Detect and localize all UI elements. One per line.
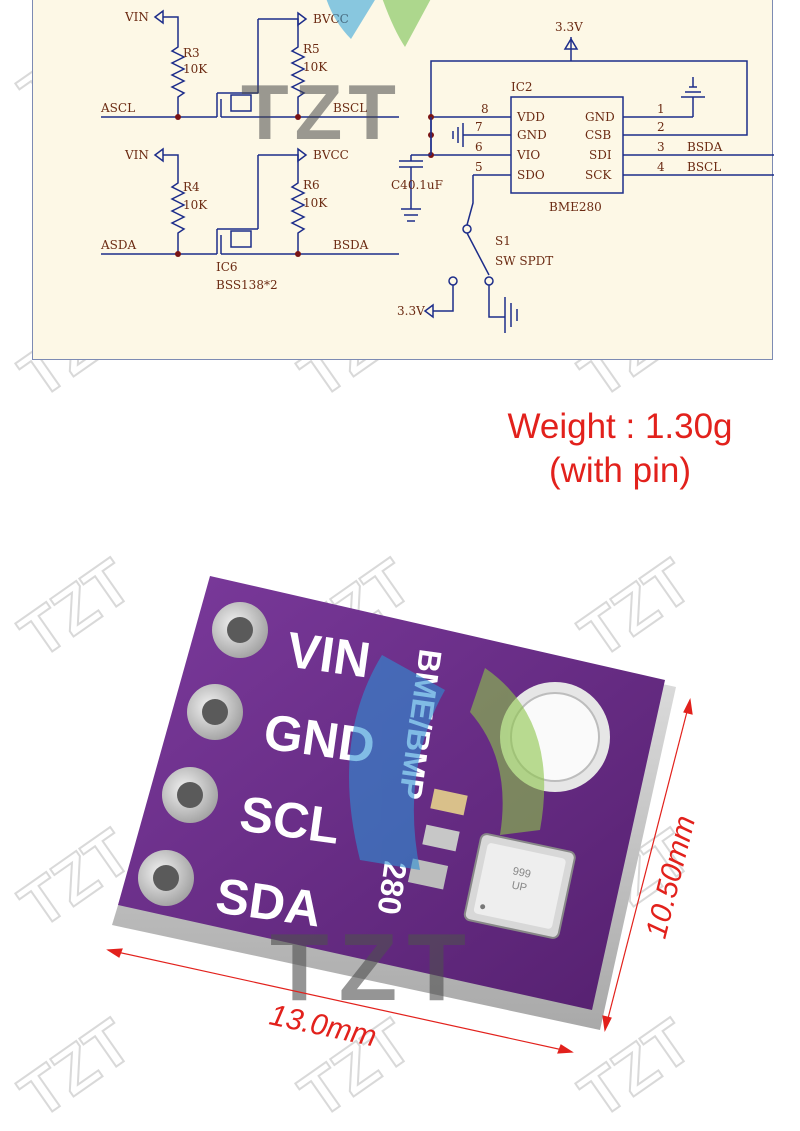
bme280-sensor-chip: 999 UP <box>463 833 576 939</box>
r6-resistor <box>290 175 306 254</box>
ground-symbol-pin1-icon <box>681 77 705 117</box>
brand-logo-schematic: TZT <box>241 0 431 156</box>
board-photo: VIN GND SCL SDA BME/BMP 280 999 UP TZT 1… <box>106 576 702 1054</box>
brand-logo-board: TZT <box>270 655 545 1021</box>
weight-info: Weight : 1.30g (with pin) <box>470 405 770 493</box>
vin-top-arrow-icon <box>153 9 164 25</box>
schematic-panel: VIN R3 10K ASCL BVCC R5 10K <box>32 0 774 360</box>
net-ascl-label: ASCL <box>100 101 135 115</box>
ic2-pin-vdd: VDD <box>516 110 545 124</box>
ic2-pin-sdi: SDI <box>589 148 612 162</box>
silk-model-line2: 280 <box>371 859 414 917</box>
sensor-marking: 999 <box>511 865 531 881</box>
ic2-pin-sdo: SDO <box>517 168 545 182</box>
mosfet-ref: IC6 <box>216 260 238 274</box>
ic2-pin1-num: 1 <box>657 102 665 116</box>
height-dimension-label: 10.50mm <box>640 812 702 941</box>
svg-text:TZT: TZT <box>241 68 402 156</box>
ic2-pin5-num: 5 <box>475 160 483 174</box>
vin-top-label: VIN <box>124 10 149 24</box>
bvcc-top-arrow-icon <box>297 11 308 27</box>
mosfet-part: BSS138*2 <box>216 278 278 292</box>
svg-text:TZT: TZT <box>270 914 476 1021</box>
net-bsda-label: BSDA <box>333 238 369 252</box>
pin-pads <box>138 602 268 906</box>
mosfet-bottom <box>216 154 298 255</box>
r3-ref: R3 <box>183 46 200 60</box>
capacitor-c4 <box>399 154 431 222</box>
bvcc-bottom-arrow-icon <box>297 147 308 163</box>
vin-bottom-label: VIN <box>124 148 149 162</box>
ic2-pin7-num: 7 <box>475 120 483 134</box>
switch-ref: S1 <box>495 234 511 248</box>
ic2-pin4-num: 4 <box>657 160 665 174</box>
mosfet-top <box>216 18 298 118</box>
r5-ref: R5 <box>303 42 320 56</box>
weight-pin-note: (with pin) <box>549 451 691 490</box>
bvcc-bottom-label: BVCC <box>313 148 349 162</box>
smd-component-2 <box>422 824 460 852</box>
ic2-pin-sck: SCK <box>585 168 612 182</box>
v33-top-arrow-icon <box>563 37 579 50</box>
v33-top-label: 3.3V <box>555 20 583 34</box>
net-bscl-right-label: BSCL <box>687 160 721 174</box>
width-dimension <box>106 948 574 1054</box>
ic2-ref: IC2 <box>511 80 533 94</box>
height-dimension <box>602 698 693 1032</box>
net-bscl-label: BSCL <box>333 101 367 115</box>
r5-resistor <box>290 39 306 117</box>
ic2-pin-gnd-right: GND <box>585 110 615 124</box>
ic2-pin-vio: VIO <box>516 148 540 162</box>
ic2-pin3-num: 3 <box>657 140 665 154</box>
silk-label-scl: SCL <box>236 785 343 854</box>
switch-part: SW SPDT <box>495 254 553 268</box>
v33-bottom-arrow-icon <box>423 303 434 319</box>
r3-value: 10K <box>183 62 208 76</box>
r5-value: 10K <box>303 60 328 74</box>
v33-bottom-label: 3.3V <box>397 304 425 318</box>
ic2-pin6-num: 6 <box>475 140 483 154</box>
ic2-pin2-num: 2 <box>657 120 665 134</box>
switch-s1 <box>433 175 518 333</box>
r6-value: 10K <box>303 196 328 210</box>
schematic-diagram: VIN R3 10K ASCL BVCC R5 10K <box>100 0 774 333</box>
ic2-pin-csb: CSB <box>585 128 611 142</box>
r4-resistor <box>170 175 186 254</box>
ic2-body <box>510 96 624 194</box>
r6-ref: R6 <box>303 178 320 192</box>
capacitor-label: C40.1uF <box>391 178 443 192</box>
silk-label-vin: VIN <box>283 621 373 688</box>
net-asda-label: ASDA <box>100 238 137 252</box>
ic2-pin-gnd-left: GND <box>517 128 547 142</box>
sensor-marking-2: UP <box>511 879 528 894</box>
r3-resistor <box>170 39 186 117</box>
ic2-pin8-num: 8 <box>481 102 489 116</box>
net-bsda-right-label: BSDA <box>687 140 723 154</box>
weight-line: Weight : 1.30g <box>507 407 733 446</box>
r4-ref: R4 <box>183 180 200 194</box>
ground-symbol-pin7-icon <box>452 123 464 147</box>
smd-component-1 <box>430 788 468 816</box>
r4-value: 10K <box>183 198 208 212</box>
ic2-name: BME280 <box>549 200 602 214</box>
vin-bottom-arrow-icon <box>153 147 164 163</box>
